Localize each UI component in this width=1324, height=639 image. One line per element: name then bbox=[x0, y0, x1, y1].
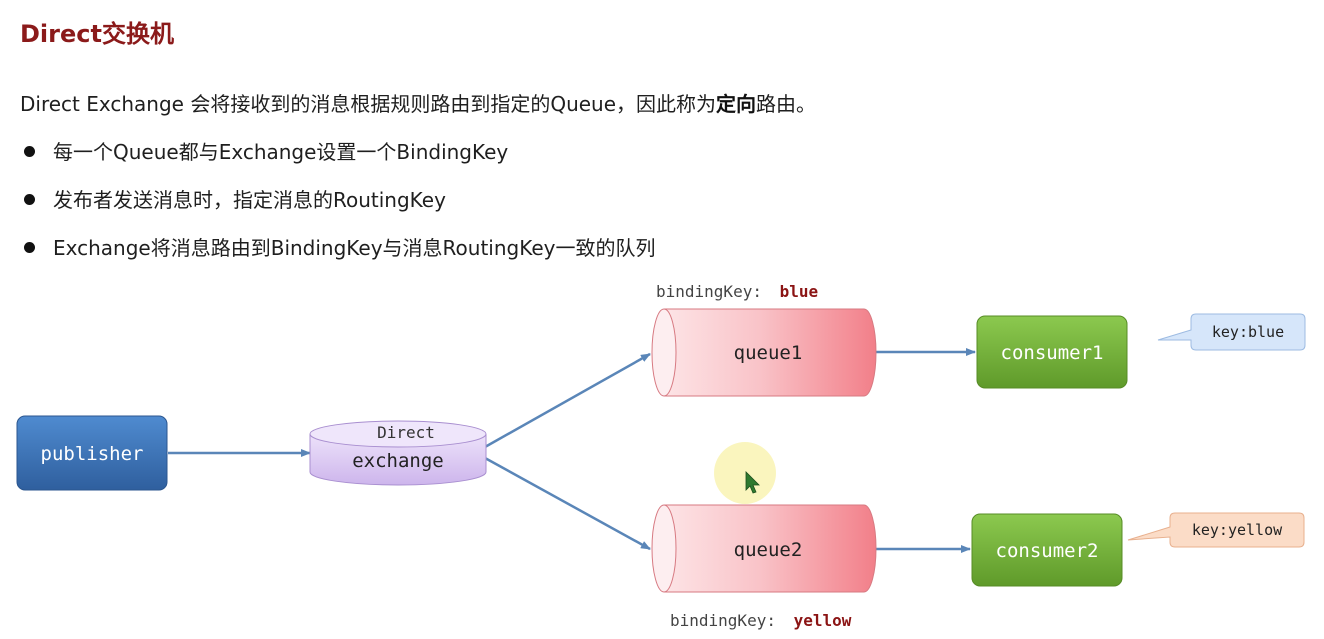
intro-prefix: Direct Exchange 会将接收到的消息根据规则路由到指定的Queue，… bbox=[20, 92, 717, 116]
binding-key-prefix: bindingKey: bbox=[656, 282, 762, 301]
queue2-label: queue2 bbox=[734, 539, 803, 561]
bullet-text: 发布者发送消息时，指定消息的RoutingKey bbox=[53, 188, 446, 212]
intro-bold: 定向 bbox=[716, 92, 757, 116]
arrow-exchange-queue1 bbox=[484, 352, 651, 449]
intro-text: Direct Exchange 会将接收到的消息根据规则路由到指定的Queue，… bbox=[20, 88, 816, 117]
queue2-node: queue2 bbox=[651, 504, 877, 593]
queue1-node: queue1 bbox=[651, 308, 877, 397]
binding-key-blue-label: bindingKey: blue bbox=[656, 282, 818, 301]
bullet-text: 每一个Queue都与Exchange设置一个BindingKey bbox=[53, 140, 509, 164]
consumer2-node: consumer2 bbox=[971, 513, 1123, 587]
mouse-pointer-icon bbox=[745, 471, 760, 494]
bullet-dot-icon bbox=[24, 242, 35, 253]
publisher-label: publisher bbox=[41, 443, 144, 465]
publisher-node: publisher bbox=[16, 415, 168, 491]
page-title: Direct交换机 bbox=[20, 20, 174, 48]
cursor-highlight bbox=[714, 442, 776, 504]
intro-suffix: 路由。 bbox=[756, 92, 817, 116]
bullet-dot-icon bbox=[24, 194, 35, 205]
bullet-text: Exchange将消息路由到BindingKey与消息RoutingKey一致的… bbox=[53, 236, 656, 260]
consumer1-node: consumer1 bbox=[976, 315, 1128, 389]
arrows bbox=[168, 348, 976, 553]
queue1-label: queue1 bbox=[734, 342, 803, 364]
binding-key-value-blue: blue bbox=[780, 282, 819, 301]
bullet-item: 发布者发送消息时，指定消息的RoutingKey bbox=[24, 184, 446, 213]
binding-key-prefix: bindingKey: bbox=[670, 611, 776, 630]
exchange-label: exchange bbox=[352, 450, 444, 472]
exchange-type-label: Direct bbox=[377, 423, 435, 442]
consumer2-label: consumer2 bbox=[996, 540, 1099, 562]
key-blue-label: key:blue bbox=[1212, 323, 1284, 341]
bullet-item: Exchange将消息路由到BindingKey与消息RoutingKey一致的… bbox=[24, 232, 656, 261]
bullet-dot-icon bbox=[24, 146, 35, 157]
binding-key-yellow-label: bindingKey: yellow bbox=[670, 611, 852, 630]
exchange-node: Direct exchange bbox=[309, 420, 487, 486]
key-yellow-label: key:yellow bbox=[1192, 521, 1283, 539]
arrow-exchange-queue2 bbox=[484, 456, 651, 551]
key-blue-callout: key:blue bbox=[1157, 313, 1306, 351]
consumer1-label: consumer1 bbox=[1001, 342, 1104, 364]
key-yellow-callout: key:yellow bbox=[1127, 512, 1305, 548]
binding-key-value-yellow: yellow bbox=[794, 611, 852, 630]
bullet-item: 每一个Queue都与Exchange设置一个BindingKey bbox=[24, 136, 508, 165]
